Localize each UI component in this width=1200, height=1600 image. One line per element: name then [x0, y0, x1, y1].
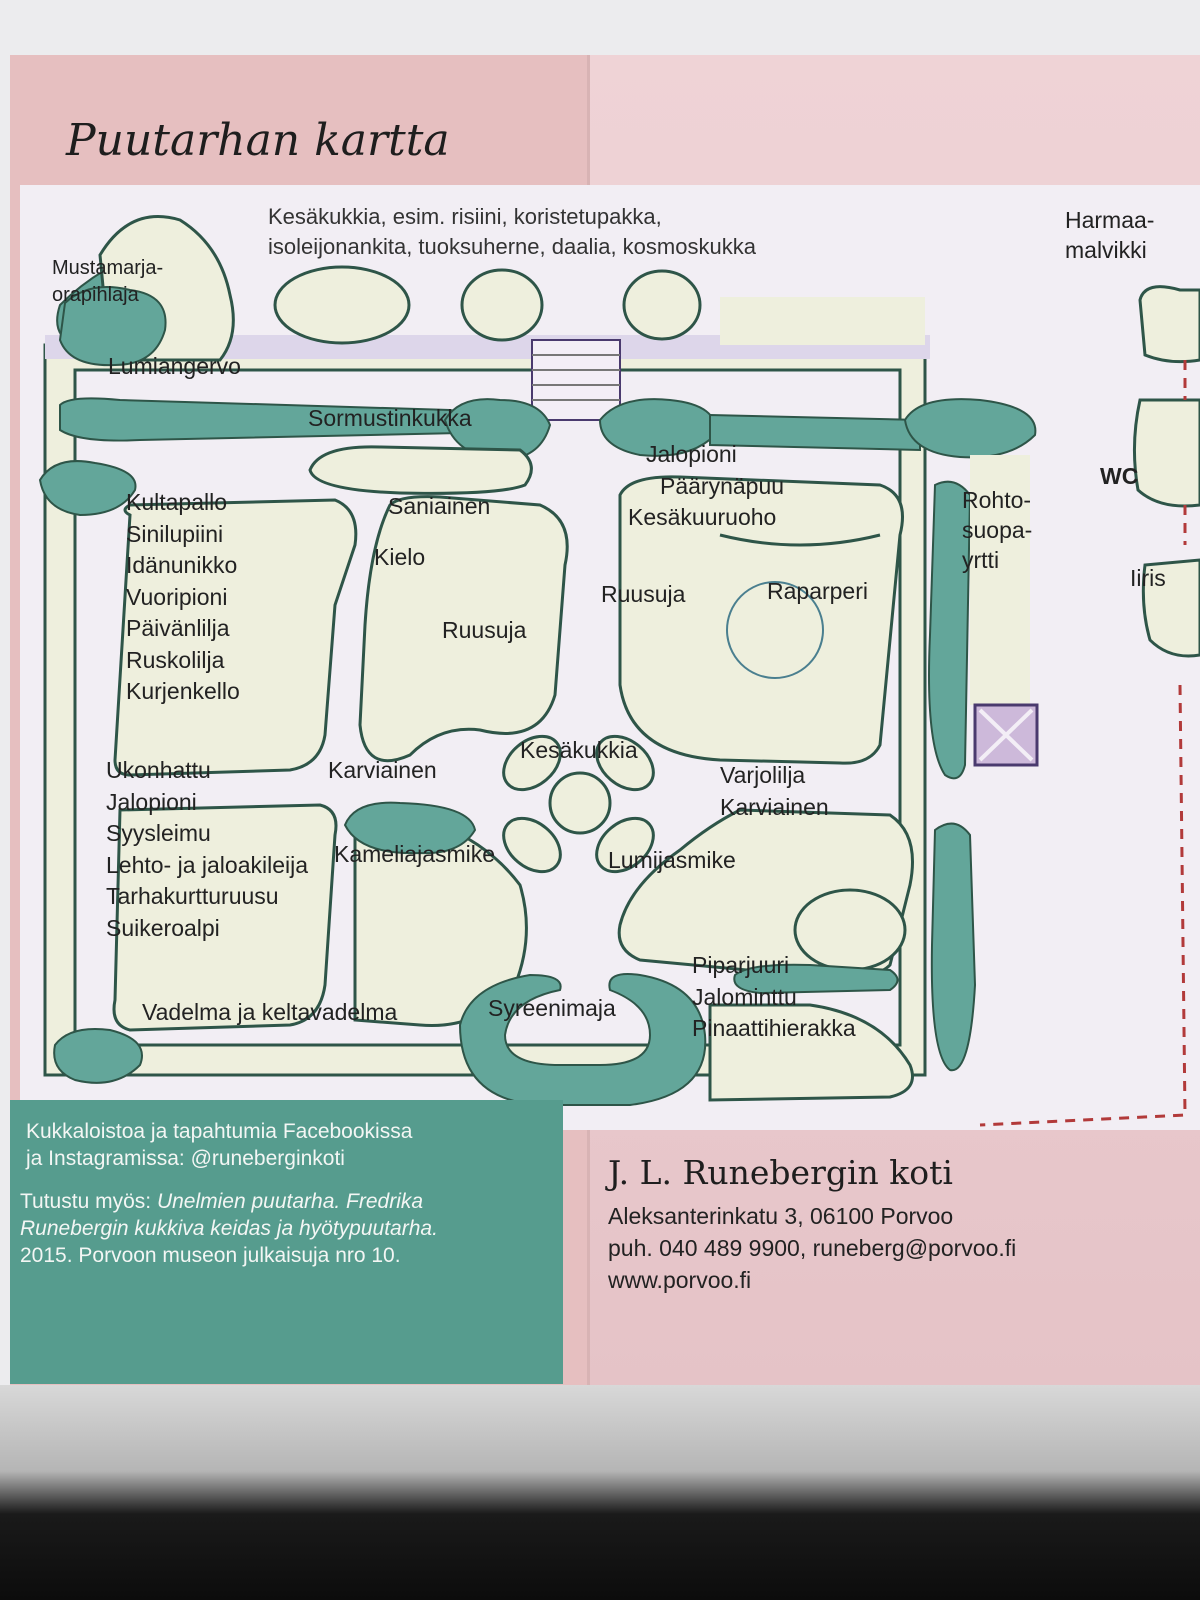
saniainen-label: Saniainen [388, 493, 491, 519]
oval-bed [460, 268, 544, 342]
steps-lines [532, 354, 620, 401]
info-box: Kukkaloistoa ja tapahtumia Facebookissa … [10, 1100, 563, 1384]
ruusuja-center-label: Ruusuja [442, 617, 527, 643]
top-right-bed [720, 297, 925, 345]
garden-map [20, 185, 1200, 1130]
oval-bed [595, 734, 655, 792]
wc-label: WC [1100, 463, 1139, 489]
rohto-bed [970, 455, 1030, 705]
rohto-hedge [928, 480, 972, 780]
kielo-label: Kielo [374, 544, 426, 570]
bed-left-top-label: Kultapallo Sinilupiini Idänunikko Vuorip… [126, 489, 240, 704]
syreenimaja-arbor [458, 973, 707, 1106]
harmaamalvikki-label: Harmaa- malvikki [1065, 207, 1155, 263]
map-title: Puutarhan kartta [66, 115, 450, 166]
shrub-cluster [903, 398, 1037, 459]
dashed-path [979, 360, 1187, 1127]
lumiangervo-label: Lumiangervo [108, 353, 241, 379]
steps [531, 339, 621, 421]
bed-center [358, 495, 569, 763]
contact-address: Aleksanterinkatu 3, 06100 Porvoo [608, 1203, 954, 1229]
vadelma-label: Vadelma ja keltavadelma [142, 999, 398, 1025]
kameliajasmike-label: Kameliajasmike [334, 841, 496, 867]
brochure: Puutarhan kartta [10, 55, 1200, 1385]
iiris-label: Iiris [1130, 565, 1166, 591]
karviainen-left-label: Karviainen [328, 757, 437, 783]
raparperi-circle [726, 581, 824, 679]
bed-bottom-right-label: Piparjuuri Jalominttu Pinaattihierakka [692, 952, 856, 1041]
rohtosuopayrtti-label: Rohto- suopa- yrtti [962, 487, 1033, 573]
bed-bottom-right [708, 1003, 914, 1102]
sormustinkukka-bed [308, 445, 533, 495]
reading-text: Tutustu myös: Unelmien puutarha. Fredrik… [20, 1190, 438, 1267]
mustamarja-label: Mustamarja- orapihlaja [52, 257, 164, 306]
social-text: Kukkaloistoa ja tapahtumia Facebookissa … [26, 1120, 413, 1170]
contact-phone-email: puh. 040 489 9900, runeberg@porvoo.fi [608, 1235, 1017, 1261]
compost-cross [978, 708, 1034, 762]
harmaamalvikki-bed [1138, 285, 1200, 364]
sormustinkukka-label: Sormustinkukka [308, 405, 472, 431]
bed-left-bottom [112, 803, 338, 1032]
shrub-cluster [38, 460, 137, 517]
raparperi-label: Raparperi [767, 578, 868, 604]
oval-bed [622, 269, 702, 341]
table-surface [0, 1385, 1200, 1600]
bed-divider [719, 533, 881, 547]
karviainen-shrub [343, 801, 477, 855]
contact-web: www.porvoo.fi [608, 1267, 752, 1293]
mustamarja-shrub-fg [58, 286, 167, 367]
syreenimaja-label: Syreenimaja [488, 995, 616, 1021]
bed-right-top-label: Jalopioni Päärynäpuu Kesäkuuruoho [628, 441, 785, 530]
oval-bed [502, 734, 562, 792]
kesakukkia-center-label: Kesäkukkia [520, 737, 638, 763]
bed-left-top [113, 498, 358, 777]
contact-title: J. L. Runebergin koti [608, 1153, 953, 1192]
bed-left-bottom-label: Ukonhattu Jalopioni Syysleimu Lehto- ja … [106, 757, 309, 941]
right-hedge [930, 822, 977, 1072]
iiris-bed [1141, 558, 1200, 658]
top-annuals-label: Kesäkukkia, esim. risiini, koristetupakk… [268, 204, 756, 259]
oval-bed [595, 816, 655, 874]
vadelma-shrub [53, 1028, 143, 1084]
shrub-cluster [733, 963, 899, 995]
lumijasmike-label: Lumijasmike [608, 847, 736, 873]
center-circle [548, 771, 612, 835]
ruusuja-right-label: Ruusuja [601, 581, 686, 607]
oval-bed [273, 265, 411, 345]
oval-bed [502, 816, 562, 874]
bed-right-bottom-label: Varjolilja Karviainen [720, 762, 829, 820]
hedge-top-right [709, 413, 921, 452]
wc-building [1132, 398, 1200, 508]
